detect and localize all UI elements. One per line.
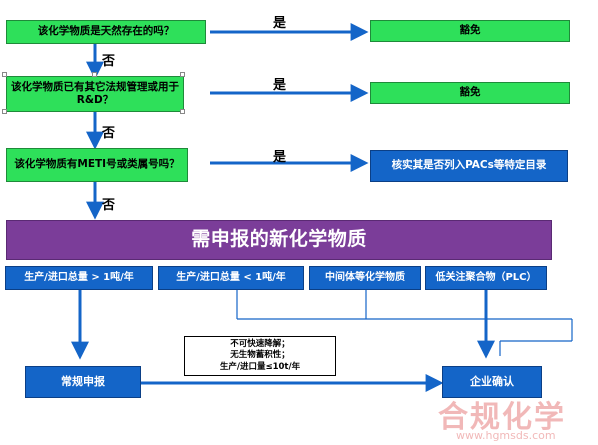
selection-handle bbox=[2, 109, 7, 114]
yes-label-2: 是 bbox=[273, 78, 287, 93]
banner-new-substance: 需申报的新化学物质 bbox=[6, 220, 552, 260]
yes-label-1: 是 bbox=[273, 16, 287, 31]
selection-handle bbox=[180, 72, 185, 77]
category-over-1t: 生产/进口总量 > 1吨/年 bbox=[5, 266, 153, 290]
final-regular-notification: 常规申报 bbox=[25, 366, 141, 398]
question-meti-number: 该化学物质有METI号或类属号吗？ bbox=[6, 148, 188, 182]
note-line: 生产/进口量≤10t/年 bbox=[219, 361, 301, 372]
selection-handle bbox=[92, 72, 97, 77]
watermark-url: www.hgmsds.com bbox=[456, 429, 556, 442]
yes-label-3: 是 bbox=[273, 150, 287, 165]
outcome-exempt-1: 豁免 bbox=[370, 20, 570, 42]
category-under-1t: 生产/进口总量 < 1吨/年 bbox=[158, 266, 304, 290]
category-plc: 低关注聚合物（PLC） bbox=[425, 266, 547, 290]
outcome-check-list: 核实其是否列入PACs等特定目录 bbox=[370, 150, 568, 182]
question-natural: 该化学物质是天然存在的吗？ bbox=[6, 20, 206, 44]
no-label-2: 否 bbox=[102, 126, 116, 141]
outcome-exempt-2: 豁免 bbox=[370, 82, 570, 104]
note-criteria: 不可快速降解； 无生物蓄积性； 生产/进口量≤10t/年 bbox=[184, 336, 336, 376]
watermark-brand: 合规化学 bbox=[438, 400, 566, 435]
category-intermediate: 中间体等化学物质 bbox=[309, 266, 421, 290]
note-line: 不可快速降解； bbox=[230, 339, 290, 350]
no-label-3: 否 bbox=[102, 198, 116, 213]
selection-handle bbox=[2, 72, 7, 77]
no-label-1: 否 bbox=[102, 54, 116, 69]
final-enterprise-confirmation: 企业确认 bbox=[442, 366, 542, 398]
note-line: 无生物蓄积性； bbox=[230, 350, 290, 361]
question-other-regulation: 该化学物质已有其它法规管理或用于R&D？ bbox=[6, 76, 184, 112]
selection-handle bbox=[180, 109, 185, 114]
